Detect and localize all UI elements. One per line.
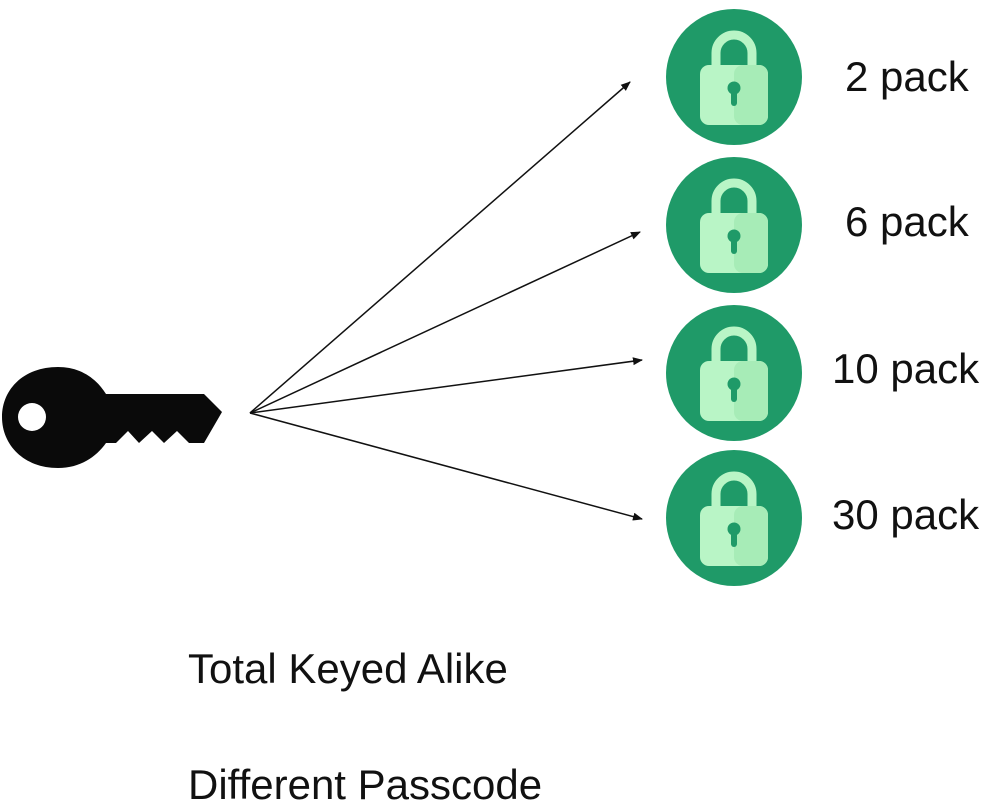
padlock-icon [666,450,802,586]
padlock-icon [666,9,802,145]
arrow-to-lock-3 [249,357,643,414]
key-icon [2,367,222,468]
arrow-to-lock-2 [249,231,641,414]
padlock-icon [666,157,802,293]
caption-keyed-alike: Total Keyed Alike [188,645,508,692]
caption-different-passcode: Different Passcode [188,761,543,808]
arrows [249,81,643,521]
pack-label-10: 10 pack [832,345,980,392]
padlock-icon [666,305,802,441]
arrow-to-lock-1 [249,81,631,414]
arrow-to-lock-4 [249,412,643,521]
pack-label-30: 30 pack [832,491,980,538]
pack-label-2: 2 pack [845,53,969,100]
pack-label-6: 6 pack [845,198,969,245]
